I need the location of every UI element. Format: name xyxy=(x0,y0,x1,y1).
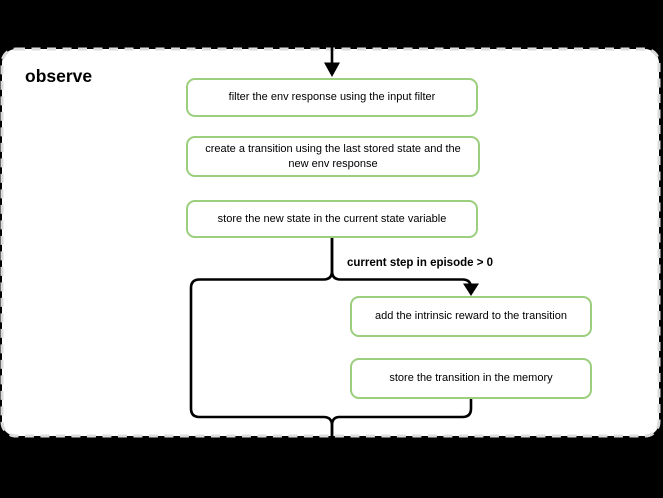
node-create-transition: create a transition using the last store… xyxy=(186,136,480,177)
node-store-transition: store the transition in the memory xyxy=(350,358,592,399)
container-title: observe xyxy=(25,66,93,86)
node-store-new-state: store the new state in the current state… xyxy=(186,200,478,238)
connector-exit xyxy=(330,399,473,480)
arrowhead-entry xyxy=(324,62,340,77)
node-filter-env-response: filter the env response using the input … xyxy=(186,78,478,117)
condition-label: current step in episode > 0 xyxy=(347,257,494,269)
arrowhead-condition-true xyxy=(463,283,479,296)
observe-container-border xyxy=(0,47,661,438)
connector-bypass xyxy=(189,238,334,480)
node-add-intrinsic-reward: add the intrinsic reward to the transiti… xyxy=(350,296,592,337)
